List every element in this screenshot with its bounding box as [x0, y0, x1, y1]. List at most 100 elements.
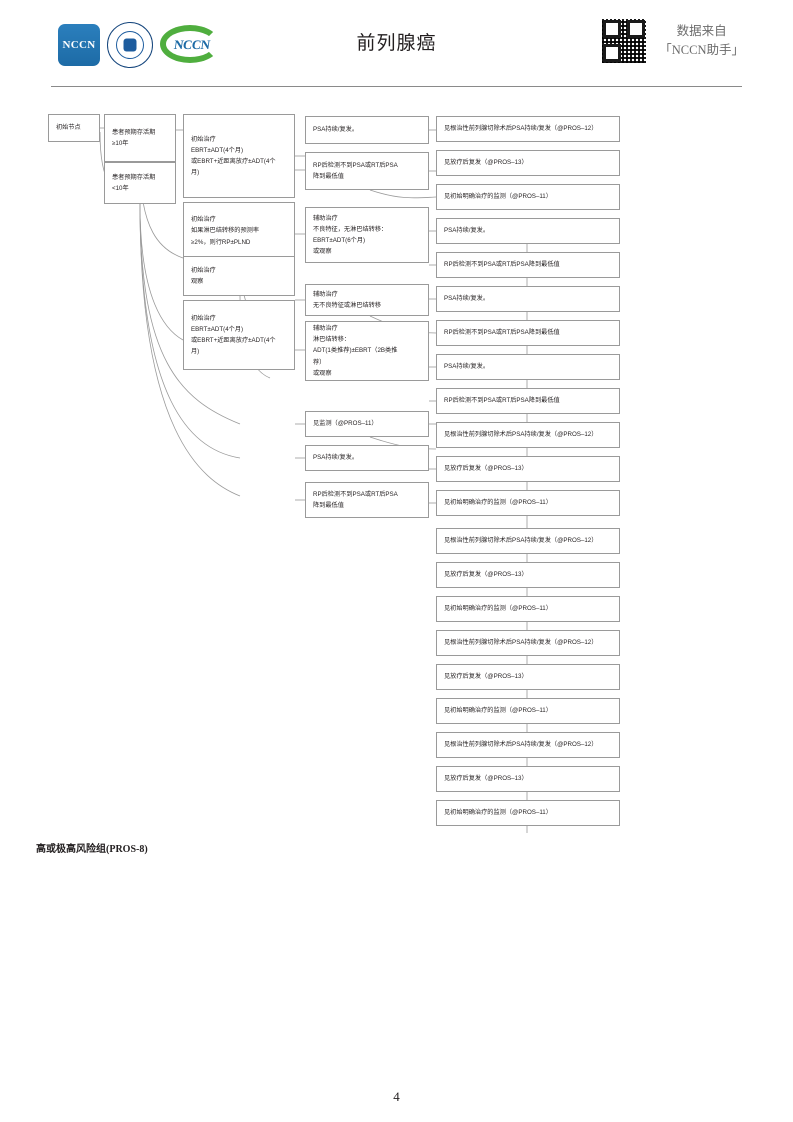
flow-node-line: ADT(1类推荐)±EBRT（2B类推: [313, 347, 398, 355]
flow-node-line: 见放疗后复发（@PROS–13）: [444, 465, 528, 473]
flow-connector: [139, 203, 184, 341]
flow-node-line: ≥10年: [112, 140, 129, 147]
page-number: 4: [393, 1089, 400, 1104]
flow-node-out-16[interactable]: 见根治性前列腺切除术后PSA持续/复发（@PROS–12）: [436, 630, 620, 656]
flow-node-line: 初始治疗: [191, 216, 216, 224]
flow-node-line: 患者预期存活期: [112, 173, 156, 181]
flow-node-line: RP后检测不到PSA或RT后PSA降到最低值: [444, 261, 560, 269]
flow-node-line: 见初始明确治疗的监测（@PROS–11）: [444, 707, 552, 715]
source-line-1: 数据来自: [676, 23, 727, 38]
flow-node-line: 见初始明确治疗的监测（@PROS–11）: [444, 605, 552, 613]
flow-node-start[interactable]: 初始节点: [48, 114, 100, 142]
logo-group: NCCN NCCN: [58, 22, 224, 68]
flow-node-out-19[interactable]: 见根治性前列腺切除术后PSA持续/复发（@PROS–12）: [436, 732, 620, 758]
flow-node-out-3[interactable]: 见初始明确治疗的监测（@PROS–11）: [436, 184, 620, 210]
flow-node-line: 见放疗后复发（@PROS–13）: [444, 159, 528, 167]
flow-node-line: 见根治性前列腺切除术后PSA持续/复发（@PROS–12）: [444, 639, 598, 647]
flow-node-line: 见放疗后复发（@PROS–13）: [444, 673, 528, 681]
flow-node-line: EBRT±ADT(6个月): [313, 237, 366, 244]
page-title: 前列腺癌: [356, 33, 437, 54]
flow-node-line: 初始治疗: [191, 135, 216, 143]
flow-node-out-5[interactable]: RP后检测不到PSA或RT后PSA降到最低值: [436, 252, 620, 278]
flow-node-adjuvant-1[interactable]: 辅助治疗不良特征，无淋巴结转移：EBRT±ADT(6个月)或观察: [305, 207, 429, 263]
source-line-2: 「NCCN助手」: [659, 43, 744, 57]
flow-node-line: 淋巴结转移：: [313, 336, 351, 344]
flow-node-out-13[interactable]: 见根治性前列腺切除术后PSA持续/复发（@PROS–12）: [436, 528, 620, 554]
flow-node-line: 或EBRT+近距离放疗±ADT(4个: [191, 158, 276, 165]
flow-node-psa-persist-1[interactable]: PSA持续/复发。: [305, 116, 429, 144]
nccn-blue-logo-icon: NCCN: [58, 24, 100, 66]
flow-node-line: 见放疗后复发（@PROS–13）: [444, 775, 528, 783]
flow-node-line: 或EBRT+近距离放疗±ADT(4个: [191, 337, 276, 344]
flow-node-line: PSA持续/复发。: [444, 363, 490, 371]
flow-node-init-tx-3[interactable]: 初始治疗观察: [183, 256, 295, 296]
flow-node-line: 月): [191, 348, 200, 356]
flow-node-out-7[interactable]: RP后检测不到PSA或RT后PSA降到最低值: [436, 320, 620, 346]
flow-node-line: PSA持续/复发。: [444, 295, 490, 303]
flow-node-line: 初始治疗: [191, 314, 216, 322]
flow-node-out-17[interactable]: 见放疗后复发（@PROS–13）: [436, 664, 620, 690]
flow-node-line: 如果淋巴结转移的预测率: [191, 227, 260, 235]
flow-node-life-ge10[interactable]: 患者预期存活期≥10年: [104, 114, 176, 162]
flow-node-line: 降到最低值: [313, 502, 344, 509]
nccn-blue-logo-text: NCCN: [62, 39, 96, 51]
source-text: 数据来自 「NCCN助手」: [659, 22, 744, 61]
flow-node-line: PSA持续/复发。: [444, 227, 490, 235]
flow-node-line: 见初始明确治疗的监测（@PROS–11）: [444, 809, 552, 817]
flow-node-out-8[interactable]: PSA持续/复发。: [436, 354, 620, 380]
flow-node-line: 月): [191, 169, 200, 177]
header-divider: [51, 86, 742, 87]
flow-node-adjuvant-3[interactable]: 辅助治疗淋巴结转移： ADT(1类推荐)±EBRT（2B类推荐） 或观察: [305, 321, 429, 381]
flow-node-line: 见监测（@PROS–11）: [313, 420, 378, 428]
flow-node-out-20[interactable]: 见放疗后复发（@PROS–13）: [436, 766, 620, 792]
flow-node-see-monitor[interactable]: 见监测（@PROS–11）: [305, 411, 429, 437]
page-header: NCCN NCCN 前列腺癌 数据来自 「NCCN助手」: [0, 0, 793, 90]
flow-node-line: RP后检测不到PSA或RT后PSA降到最低值: [444, 397, 560, 405]
flow-node-line: 见根治性前列腺切除术后PSA持续/复发（@PROS–12）: [444, 431, 598, 439]
flow-node-out-9[interactable]: RP后检测不到PSA或RT后PSA降到最低值: [436, 388, 620, 414]
flow-node-line: PSA持续/复发。: [313, 126, 359, 134]
flow-node-out-18[interactable]: 见初始明确治疗的监测（@PROS–11）: [436, 698, 620, 724]
flow-node-line: EBRT±ADT(4个月): [191, 325, 244, 333]
flow-node-out-12[interactable]: 见初始明确治疗的监测（@PROS–11）: [436, 490, 620, 516]
flow-node-line: 见根治性前列腺切除术后PSA持续/复发（@PROS–12）: [444, 537, 598, 545]
flow-node-line: 或观察: [313, 369, 332, 377]
section-label: 高或极高风险组(PROS-8): [36, 844, 148, 855]
flow-node-line: PSA持续/复发。: [313, 454, 359, 462]
flow-node-out-1[interactable]: 见根治性前列腺切除术后PSA持续/复发（@PROS–12）: [436, 116, 620, 142]
flow-node-line: 初始治疗: [191, 266, 216, 274]
flow-connector: [369, 189, 437, 199]
chinese-cancer-society-seal-icon: [107, 22, 153, 68]
flow-node-adjuvant-2[interactable]: 辅助治疗无不良特征或淋巴结转移: [305, 284, 429, 316]
flow-node-out-14[interactable]: 见放疗后复发（@PROS–13）: [436, 562, 620, 588]
flow-node-out-6[interactable]: PSA持续/复发。: [436, 286, 620, 312]
flow-node-line: ≥2%，则行RP±PLND: [191, 238, 251, 246]
qr-code-icon: [601, 18, 648, 64]
flow-node-out-2[interactable]: 见放疗后复发（@PROS–13）: [436, 150, 620, 176]
flow-node-line: 荐）: [313, 358, 326, 366]
flow-node-line: 见初始明确治疗的监测（@PROS–11）: [444, 193, 552, 201]
flow-node-line: 见根治性前列腺切除术后PSA持续/复发（@PROS–12）: [444, 125, 598, 133]
flow-node-rp-undetect-2[interactable]: RP后检测不到PSA或RT后PSA 降到最低值: [305, 482, 429, 518]
flow-node-line: 辅助治疗: [313, 214, 338, 222]
flow-node-line: RP后检测不到PSA或RT后PSA: [313, 490, 398, 498]
flow-node-line: 初始节点: [56, 124, 81, 132]
flow-node-init-tx-4[interactable]: 初始治疗 EBRT±ADT(4个月) 或EBRT+近距离放疗±ADT(4个月): [183, 300, 295, 370]
source-attribution: 数据来自 「NCCN助手」: [601, 18, 744, 64]
flow-node-out-21[interactable]: 见初始明确治疗的监测（@PROS–11）: [436, 800, 620, 826]
flow-node-line: 降到最低值: [313, 173, 344, 180]
flow-node-init-tx-2[interactable]: 初始治疗如果淋巴结转移的预测率 ≥2%，则行RP±PLND: [183, 202, 295, 260]
flow-node-out-4[interactable]: PSA持续/复发。: [436, 218, 620, 244]
flow-node-line: <10年: [112, 185, 129, 192]
flow-node-out-15[interactable]: 见初始明确治疗的监测（@PROS–11）: [436, 596, 620, 622]
flow-node-line: 观察: [191, 278, 204, 285]
flow-node-out-10[interactable]: 见根治性前列腺切除术后PSA持续/复发（@PROS–12）: [436, 422, 620, 448]
flow-node-out-11[interactable]: 见放疗后复发（@PROS–13）: [436, 456, 620, 482]
flow-node-life-lt10[interactable]: 患者预期存活期 <10年: [104, 162, 176, 204]
flow-node-line: 辅助治疗: [313, 325, 338, 333]
nccn-green-logo-icon: NCCN: [160, 25, 224, 65]
flow-node-psa-persist-2[interactable]: PSA持续/复发。: [305, 445, 429, 471]
